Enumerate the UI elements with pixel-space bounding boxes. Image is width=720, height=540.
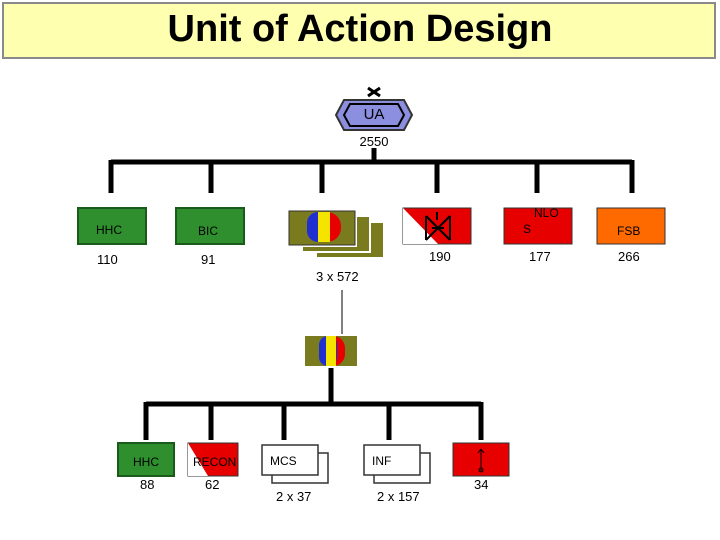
mcs-strength: 2 x 37 (276, 489, 312, 504)
combined-arms-label: 3 x 572 (316, 269, 359, 284)
inf-stack[interactable] (363, 444, 431, 484)
l2-hhc-label: HHC (133, 455, 159, 469)
mcs-label: MCS (270, 454, 297, 468)
nlos-label-bottom: S (523, 222, 532, 236)
recon-box[interactable] (187, 442, 239, 477)
bic-label: BIC (198, 224, 219, 238)
nlos-strength: 177 (529, 249, 551, 264)
fsb-box[interactable] (596, 207, 666, 245)
l2-hhc-box[interactable] (117, 442, 175, 477)
bic-strength: 91 (201, 252, 216, 267)
bic-box[interactable] (175, 207, 245, 245)
combined-arms-stack[interactable] (287, 209, 385, 259)
ua-symbol[interactable] (334, 99, 414, 131)
artillery-strength: 190 (429, 249, 451, 264)
artillery-box[interactable] (402, 207, 472, 245)
combined-arms-battalion[interactable] (303, 334, 359, 368)
fsb-strength: 266 (618, 249, 640, 264)
echelon-x-icon (367, 86, 381, 98)
hhc-box[interactable] (77, 207, 147, 245)
inf-strength: 2 x 157 (377, 489, 420, 504)
fsb-label: FSB (617, 224, 641, 238)
nlos-label-top: NLO (534, 206, 559, 220)
artillery-icon (425, 215, 451, 241)
recon-strength: 62 (205, 477, 220, 492)
mcs-stack[interactable] (261, 444, 329, 484)
page-title: Unit of Action Design (167, 8, 553, 50)
connector-lines (108, 148, 635, 440)
mortar-strength: 34 (474, 477, 489, 492)
hhc-label: HHC (96, 223, 122, 237)
inf-label: INF (372, 454, 392, 468)
hhc-strength: 110 (97, 252, 118, 267)
l2-hhc-strength: 88 (140, 477, 155, 492)
mortar-icon (477, 448, 485, 473)
mortar-box[interactable] (452, 442, 510, 477)
ua-label: UA (363, 106, 385, 123)
ua-strength: 2550 (359, 134, 389, 149)
title-banner (2, 2, 716, 59)
nlos-box[interactable] (503, 207, 573, 245)
recon-label: RECON (193, 455, 237, 469)
